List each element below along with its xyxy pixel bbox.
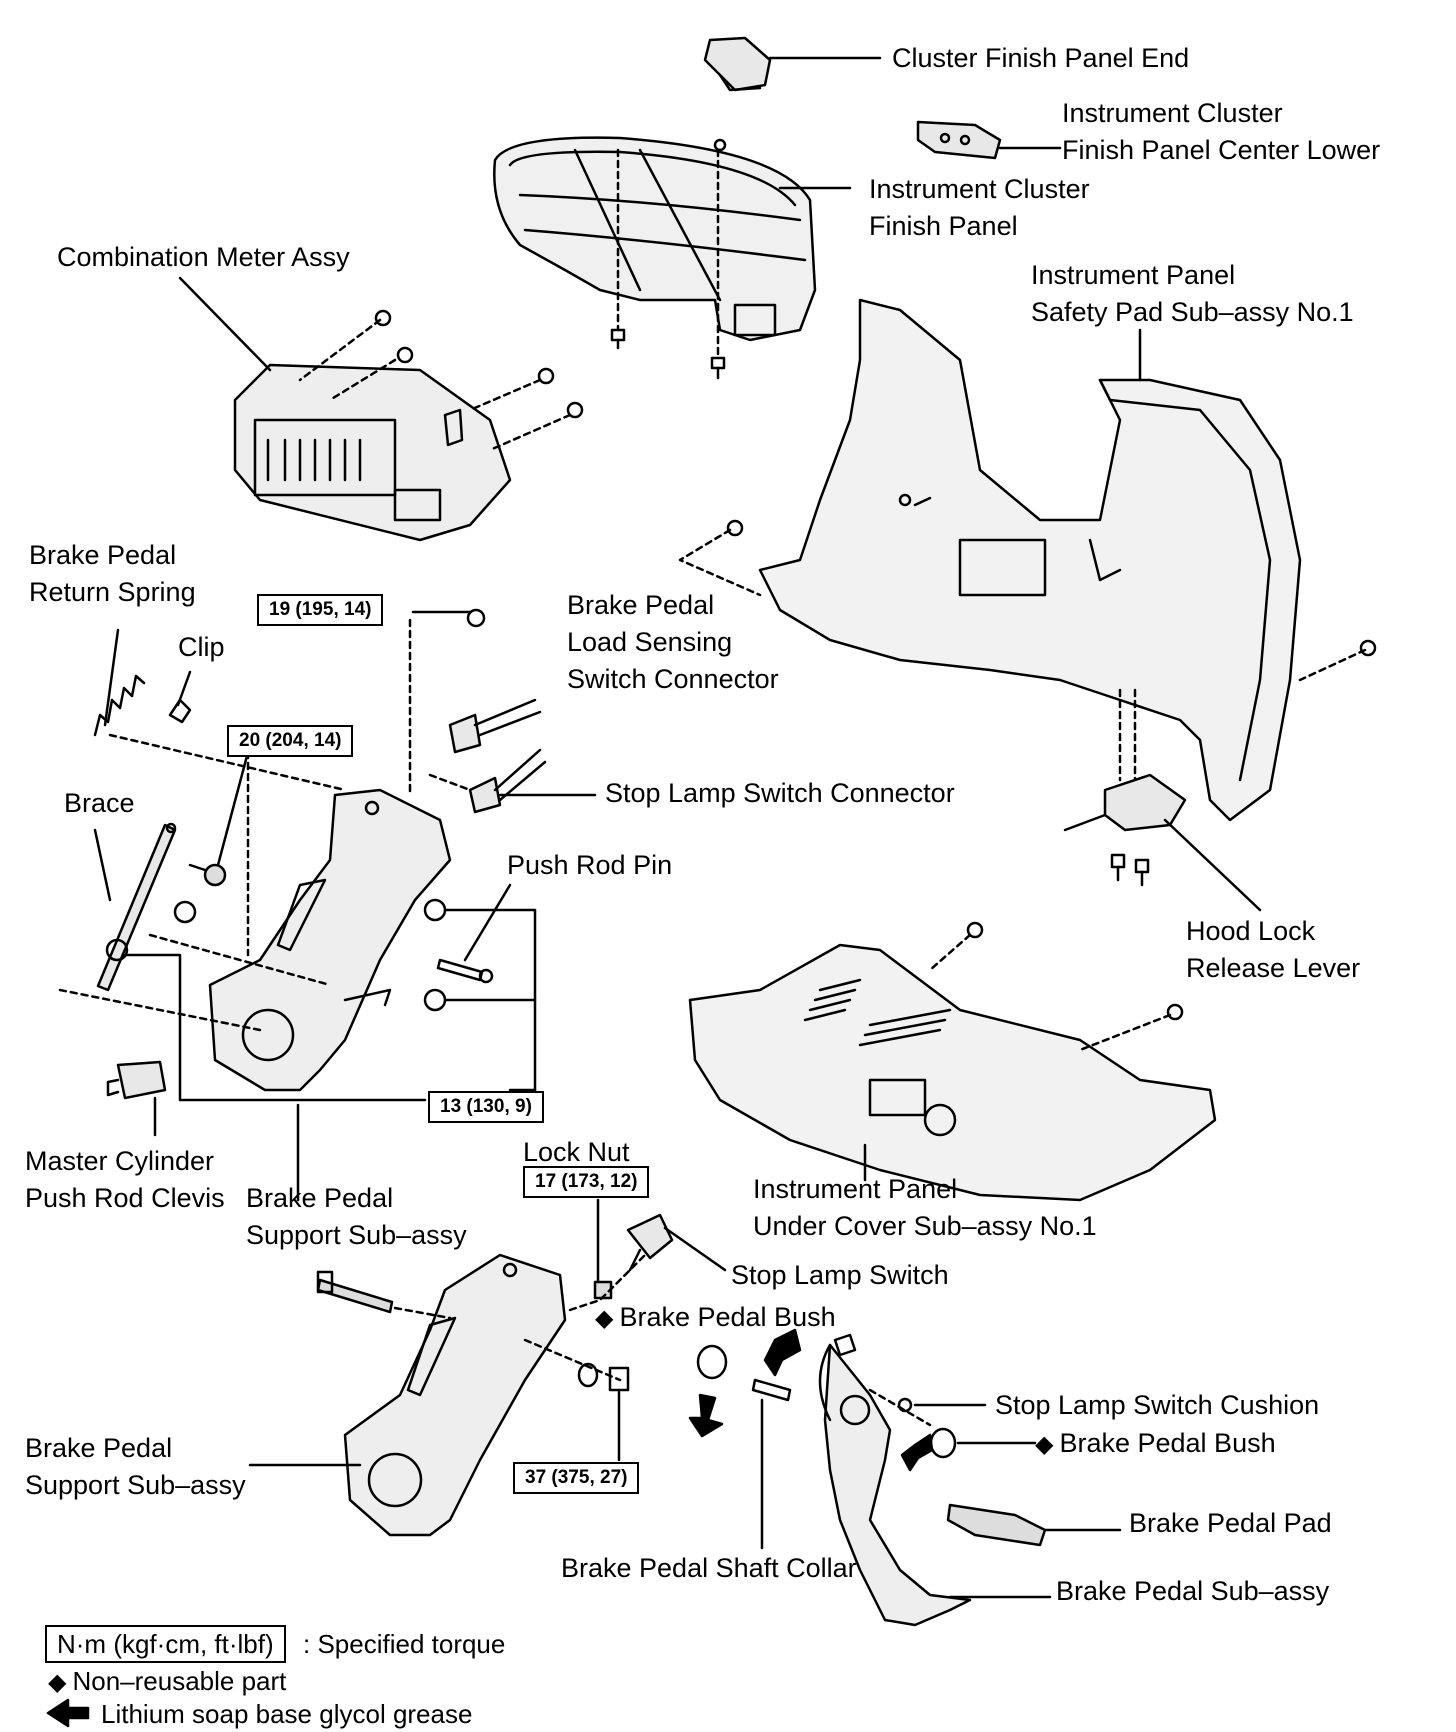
label-push-rod-pin: Push Rod Pin bbox=[507, 850, 673, 880]
screw-cluster-2 bbox=[710, 356, 726, 380]
brace-part bbox=[96, 822, 177, 992]
label-cushion: Stop Lamp Switch Cushion bbox=[995, 1390, 1320, 1420]
screw-meter-2 bbox=[396, 346, 414, 364]
brake-pedal-support-lower-part bbox=[343, 1253, 567, 1537]
label-combination-meter: Combination Meter Assy bbox=[57, 242, 350, 272]
screw-pad-1 bbox=[726, 519, 744, 537]
push-rod-pin-part bbox=[436, 958, 494, 984]
legend-torque-desc: : Specified torque bbox=[303, 1629, 506, 1659]
label-pedal-sub-assy: Brake Pedal Sub–assy bbox=[1056, 1576, 1330, 1606]
label-bush-1: ◆Brake Pedal Bush bbox=[595, 1302, 836, 1332]
safety-pad-part bbox=[758, 298, 1302, 822]
label-load-sensing-line3: Switch Connector bbox=[567, 664, 779, 694]
legend-torque-unit: N·m (kgf·cm, ft·lbf) bbox=[45, 1625, 286, 1663]
clevis-part bbox=[106, 1060, 167, 1100]
torque-17: 17 (173, 12) bbox=[523, 1166, 650, 1198]
stop-lamp-switch-part bbox=[626, 1213, 674, 1272]
label-support-upper-line2: Support Sub–assy bbox=[246, 1220, 467, 1250]
torque-19: 19 (195, 14) bbox=[257, 594, 384, 626]
load-sensing-connector-part bbox=[448, 698, 542, 754]
label-shaft-collar: Brake Pedal Shaft Collar bbox=[561, 1553, 857, 1583]
torque-20: 20 (204, 14) bbox=[227, 725, 354, 757]
label-return-spring-line1: Brake Pedal bbox=[29, 540, 177, 570]
bolt-19 bbox=[466, 608, 486, 628]
nut-support-2 bbox=[423, 988, 447, 1012]
label-under-cover-line1: Instrument Panel bbox=[753, 1174, 958, 1204]
label-clevis-line2: Push Rod Clevis bbox=[25, 1183, 225, 1213]
label-safety-pad-line1: Instrument Panel bbox=[1031, 260, 1236, 290]
label-hood-lock-line2: Release Lever bbox=[1186, 953, 1361, 983]
combination-meter-part bbox=[233, 363, 512, 542]
brake-pedal-bush-right bbox=[929, 1427, 957, 1459]
screw-meter-3 bbox=[537, 367, 555, 385]
nut-support-1 bbox=[423, 898, 447, 922]
center-lower-panel-part bbox=[916, 120, 1002, 160]
label-finish-panel-line1: Instrument Cluster bbox=[869, 174, 1090, 204]
label-center-lower-line2: Finish Panel Center Lower bbox=[1062, 135, 1381, 165]
legend-grease: Lithium soap base glycol grease bbox=[101, 1699, 473, 1729]
label-hood-lock-line1: Hood Lock bbox=[1186, 916, 1316, 946]
screw-meter-4 bbox=[566, 401, 584, 419]
label-support-lower-line1: Brake Pedal bbox=[25, 1433, 173, 1463]
label-stop-lamp-connector: Stop Lamp Switch Connector bbox=[605, 778, 955, 808]
label-support-lower-line2: Support Sub–assy bbox=[25, 1470, 246, 1500]
shaft-collar-part bbox=[751, 1378, 792, 1402]
label-stop-lamp-switch: Stop Lamp Switch bbox=[731, 1260, 949, 1290]
washer-37 bbox=[577, 1362, 599, 1388]
instrument-cluster-finish-panel-part bbox=[493, 136, 817, 342]
screw-pad-2 bbox=[1359, 639, 1377, 657]
stop-lamp-connector-part bbox=[468, 748, 547, 814]
label-clip: Clip bbox=[178, 632, 225, 662]
brake-pedal-pad-part bbox=[946, 1503, 1047, 1547]
brake-pedal-sub-assy-part bbox=[818, 1333, 972, 1627]
screw-cluster-1 bbox=[610, 328, 626, 350]
brake-pedal-bush-left bbox=[696, 1344, 728, 1380]
label-load-sensing-line1: Brake Pedal bbox=[567, 590, 715, 620]
label-lock-nut: Lock Nut bbox=[523, 1137, 630, 1167]
label-support-upper-line1: Brake Pedal bbox=[246, 1183, 394, 1213]
label-bush-2: ◆Brake Pedal Bush bbox=[1035, 1428, 1276, 1458]
torque-13: 13 (130, 9) bbox=[428, 1091, 544, 1123]
non-reusable-diamond: ◆ bbox=[595, 1305, 614, 1332]
label-load-sensing-line2: Load Sensing bbox=[567, 627, 733, 657]
nut-37 bbox=[608, 1366, 630, 1392]
torque-37: 37 (375, 27) bbox=[513, 1462, 640, 1494]
label-brace: Brace bbox=[64, 788, 135, 818]
clip-part bbox=[168, 698, 192, 724]
return-spring-part bbox=[93, 628, 146, 737]
screw-hood-1 bbox=[1110, 853, 1126, 882]
nut-brace-2 bbox=[105, 938, 129, 962]
cluster-finish-panel-end-part bbox=[703, 36, 772, 92]
non-reusable-diamond: ◆ bbox=[1035, 1431, 1054, 1458]
label-finish-panel-line2: Finish Panel bbox=[869, 211, 1018, 241]
non-reusable-diamond: ◆ bbox=[48, 1669, 67, 1696]
bolt-20 bbox=[188, 863, 227, 887]
screw-hood-2 bbox=[1134, 858, 1150, 887]
screw-under-1 bbox=[966, 921, 984, 939]
screw-meter-1 bbox=[374, 309, 392, 327]
label-pedal-pad: Brake Pedal Pad bbox=[1129, 1508, 1332, 1538]
label-return-spring-line2: Return Spring bbox=[29, 577, 196, 607]
legend-non-reusable: ◆Non–reusable part bbox=[48, 1666, 287, 1696]
label-cluster-finish-panel-end: Cluster Finish Panel End bbox=[892, 43, 1190, 73]
screw-under-2 bbox=[1166, 1003, 1184, 1021]
label-under-cover-line2: Under Cover Sub–assy No.1 bbox=[753, 1211, 1097, 1241]
cushion-part bbox=[897, 1397, 913, 1413]
label-clevis-line1: Master Cylinder bbox=[25, 1146, 215, 1176]
bolt-lower bbox=[316, 1270, 394, 1314]
label-safety-pad-line2: Safety Pad Sub–assy No.1 bbox=[1031, 297, 1354, 327]
label-center-lower-line1: Instrument Cluster bbox=[1062, 98, 1283, 128]
brake-pedal-support-upper-part bbox=[208, 788, 452, 1092]
nut-brace-1 bbox=[173, 900, 197, 924]
under-cover-part bbox=[688, 943, 1217, 1202]
